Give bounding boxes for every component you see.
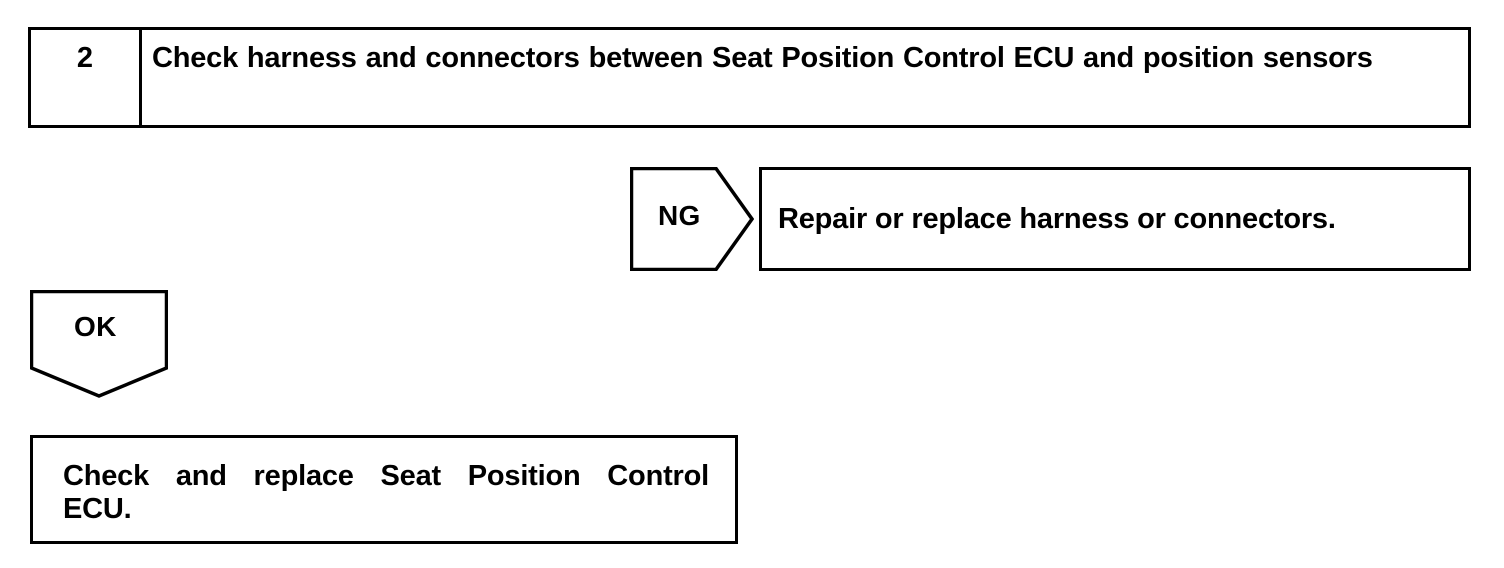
- step-number: 2: [76, 42, 94, 74]
- ok-pentagon-shape: [30, 290, 168, 398]
- ok-action-text-line-2: ECU.: [63, 493, 132, 525]
- step-title-cell: Check harness and connectors between Sea…: [142, 30, 1468, 125]
- ng-action-box: Repair or replace harness or connectors.: [759, 167, 1471, 271]
- step-2-row: 2 Check harness and connectors between S…: [28, 27, 1471, 128]
- ok-action-text-line-1: Check and replace Seat Position Control: [63, 460, 709, 492]
- step-title: Check harness and connectors between Sea…: [152, 42, 1373, 74]
- ng-pentagon-shape: [630, 167, 754, 271]
- ok-action-text: Check and replace Seat Position Control …: [63, 460, 709, 526]
- ok-branch-label: OK: [74, 311, 117, 342]
- ng-action-text: Repair or replace harness or connectors.: [778, 203, 1336, 235]
- ng-branch-label: NG: [658, 200, 701, 231]
- ok-pentagon-icon: [30, 290, 168, 398]
- ok-action-box: Check and replace Seat Position Control …: [30, 435, 738, 544]
- step-number-cell: 2: [31, 30, 142, 125]
- ng-pentagon-icon: [630, 167, 754, 271]
